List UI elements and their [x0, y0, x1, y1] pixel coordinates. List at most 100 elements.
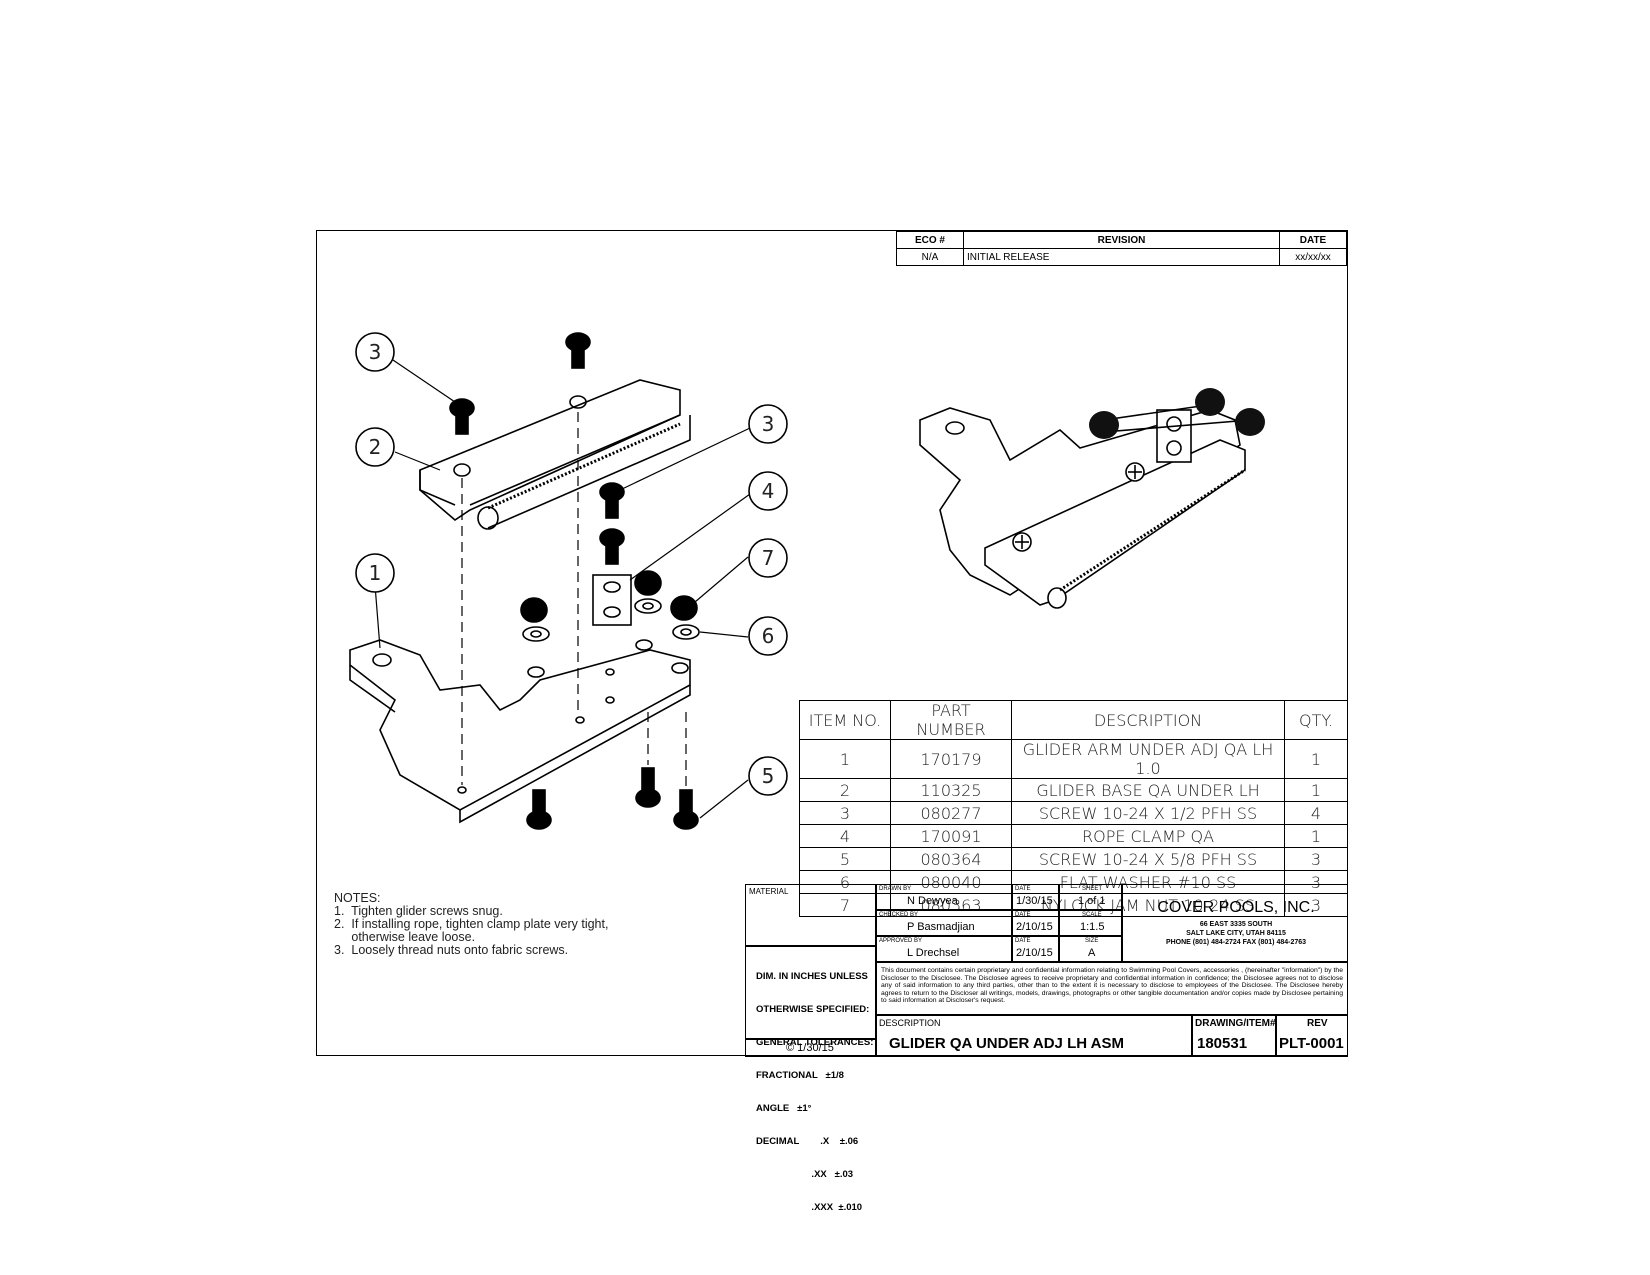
size-value: A — [1088, 947, 1096, 959]
bom-part-number: 080277 — [890, 801, 1012, 825]
bom-description: SCREW 10-24 X 5/8 PFH SS — [1011, 847, 1285, 871]
bom-header-part: PART NUMBER — [890, 700, 1012, 740]
balloon-1: 1 — [369, 561, 382, 585]
bom-description: GLIDER ARM UNDER ADJ QA LH 1.0 — [1011, 739, 1285, 779]
copyright: © 1/30/15 — [786, 1042, 834, 1054]
checked-by-label: CHECKED BY — [879, 912, 919, 918]
bom-description: ROPE CLAMP QA — [1011, 824, 1285, 848]
copyright-date: 1/30/15 — [797, 1042, 834, 1054]
approved-by-cell: APPROVED BY L Drechsel — [876, 936, 1012, 962]
approved-by-label: APPROVED BY — [879, 938, 923, 944]
bom-qty: 1 — [1284, 778, 1348, 802]
tolerance-line: GENERAL TOLERANCES: — [756, 1037, 874, 1048]
confidential-notice: This document contains certain proprieta… — [881, 967, 1343, 1005]
bom-qty: 4 — [1284, 801, 1348, 825]
approved-date: 2/10/15 — [1016, 947, 1053, 959]
balloon-7: 7 — [762, 546, 775, 570]
balloon-4: 4 — [762, 479, 775, 503]
date-label: DATE — [1015, 886, 1031, 892]
drawing-number-label: DRAWING/ITEM# — [1195, 1018, 1276, 1029]
bom-item: 2 — [799, 778, 891, 802]
drawn-date-cell: DATE 1/30/15 — [1012, 884, 1059, 910]
material-cell: MATERIAL — [745, 884, 876, 946]
bom-header-item: ITEM NO. — [799, 700, 891, 740]
date-label: DATE — [1015, 938, 1031, 944]
bom-part-number: 170179 — [890, 739, 1012, 779]
checked-by: P Basmadjian — [907, 921, 975, 933]
balloon-5: 5 — [762, 764, 775, 788]
date-label: DATE — [1015, 912, 1031, 918]
note-item: 3. Loosely thread nuts onto fabric screw… — [334, 943, 569, 957]
bom-header-description: DESCRIPTION — [1011, 700, 1285, 740]
drawing-frame — [316, 230, 1348, 1056]
drawn-by-cell: DRAWN BY N Dewyea — [876, 884, 1012, 910]
tolerance-line: .XX ±.03 — [756, 1169, 854, 1180]
drawing-number-cell: DRAWING/ITEM# 180531 — [1192, 1015, 1276, 1057]
bom-qty: 1 — [1284, 739, 1348, 779]
description-label: DESCRIPTION — [879, 1018, 941, 1028]
note-item: 2. If installing rope, tighten clamp pla… — [334, 917, 609, 931]
checked-by-cell: CHECKED BY P Basmadjian — [876, 910, 1012, 936]
revision-block: ECO # REVISION DATE N/A INITIAL RELEASE … — [896, 231, 1347, 266]
copyright-cell: © 1/30/15 — [745, 1039, 876, 1057]
revision-value: INITIAL RELEASE — [963, 248, 1280, 266]
tolerance-line: FRACTIONAL ±1/8 — [756, 1070, 844, 1081]
bom-qty: 3 — [1284, 893, 1348, 917]
bom-part-number: 170091 — [890, 824, 1012, 848]
scale-label: SCALE — [1082, 912, 1102, 918]
size-cell: SIZE A — [1059, 936, 1122, 962]
tolerance-line: .XXX ±.010 — [756, 1202, 863, 1213]
tolerances-cell: DIM. IN INCHES UNLESS OTHERWISE SPECIFIE… — [745, 946, 876, 1213]
company-address: 66 EAST 3335 SOUTH SALT LAKE CITY, UTAH … — [1123, 920, 1349, 947]
company-name: COVER POOLS, INC. — [1157, 899, 1315, 916]
tolerance-line: OTHERWISE SPECIFIED: — [756, 1004, 870, 1015]
bom-part-number: 080364 — [890, 847, 1012, 871]
balloon-2: 2 — [369, 435, 382, 459]
bom-item: 5 — [799, 847, 891, 871]
notes-title: NOTES: — [334, 891, 381, 905]
approved-by: L Drechsel — [907, 947, 960, 959]
assembled-isometric-view — [919, 404, 1251, 609]
checked-date-cell: DATE 2/10/15 — [1012, 910, 1059, 936]
bom-description: NYLOCK JAM NUT 10-24 SS — [1011, 893, 1285, 917]
balloon-3-top: 3 — [369, 340, 382, 364]
drawing-number: 180531 — [1197, 1035, 1248, 1052]
sheet-cell: SHEET 1 of 1 — [1059, 884, 1122, 910]
revision-date-value: xx/xx/xx — [1279, 248, 1347, 266]
drawn-date: 1/30/15 — [1016, 895, 1053, 907]
bom-item: 3 — [799, 801, 891, 825]
bom-part-number: 110325 — [890, 778, 1012, 802]
address-line: 66 EAST 3335 SOUTH — [1199, 921, 1273, 928]
drawn-by-label: DRAWN BY — [879, 886, 912, 892]
company-cell: COVER POOLS, INC. 66 EAST 3335 SOUTH SAL… — [1122, 884, 1348, 962]
confidential-cell: This document contains certain proprieta… — [876, 962, 1348, 1015]
rev-cell: REV PLT-0001 — [1276, 1015, 1348, 1057]
balloon-3-right: 3 — [762, 412, 775, 436]
bom-qty: 3 — [1284, 870, 1348, 894]
balloon-6: 6 — [762, 624, 775, 648]
description-cell: DESCRIPTION GLIDER QA UNDER ADJ LH ASM — [876, 1015, 1192, 1057]
bom-item: 1 — [799, 739, 891, 779]
bom-description: SCREW 10-24 X 1/2 PFH SS — [1011, 801, 1285, 825]
bom-header-qty: QTY. — [1284, 700, 1348, 740]
copyright-icon: © — [786, 1042, 795, 1054]
checked-date: 2/10/15 — [1016, 921, 1053, 933]
tolerance-line: DIM. IN INCHES UNLESS — [756, 971, 868, 982]
rev-value: PLT-0001 — [1279, 1035, 1344, 1052]
bom-qty: 3 — [1284, 847, 1348, 871]
drawn-by: N Dewyea — [907, 895, 958, 907]
tolerances-text: DIM. IN INCHES UNLESS OTHERWISE SPECIFIE… — [756, 949, 873, 1235]
size-label: SIZE — [1085, 938, 1099, 944]
bom-description: FLAT WASHER #10 SS — [1011, 870, 1285, 894]
rev-label: REV — [1307, 1018, 1328, 1029]
address-line: SALT LAKE CITY, UTAH 84115 — [1186, 930, 1286, 937]
sheet-value: 1 of 1 — [1078, 895, 1106, 907]
